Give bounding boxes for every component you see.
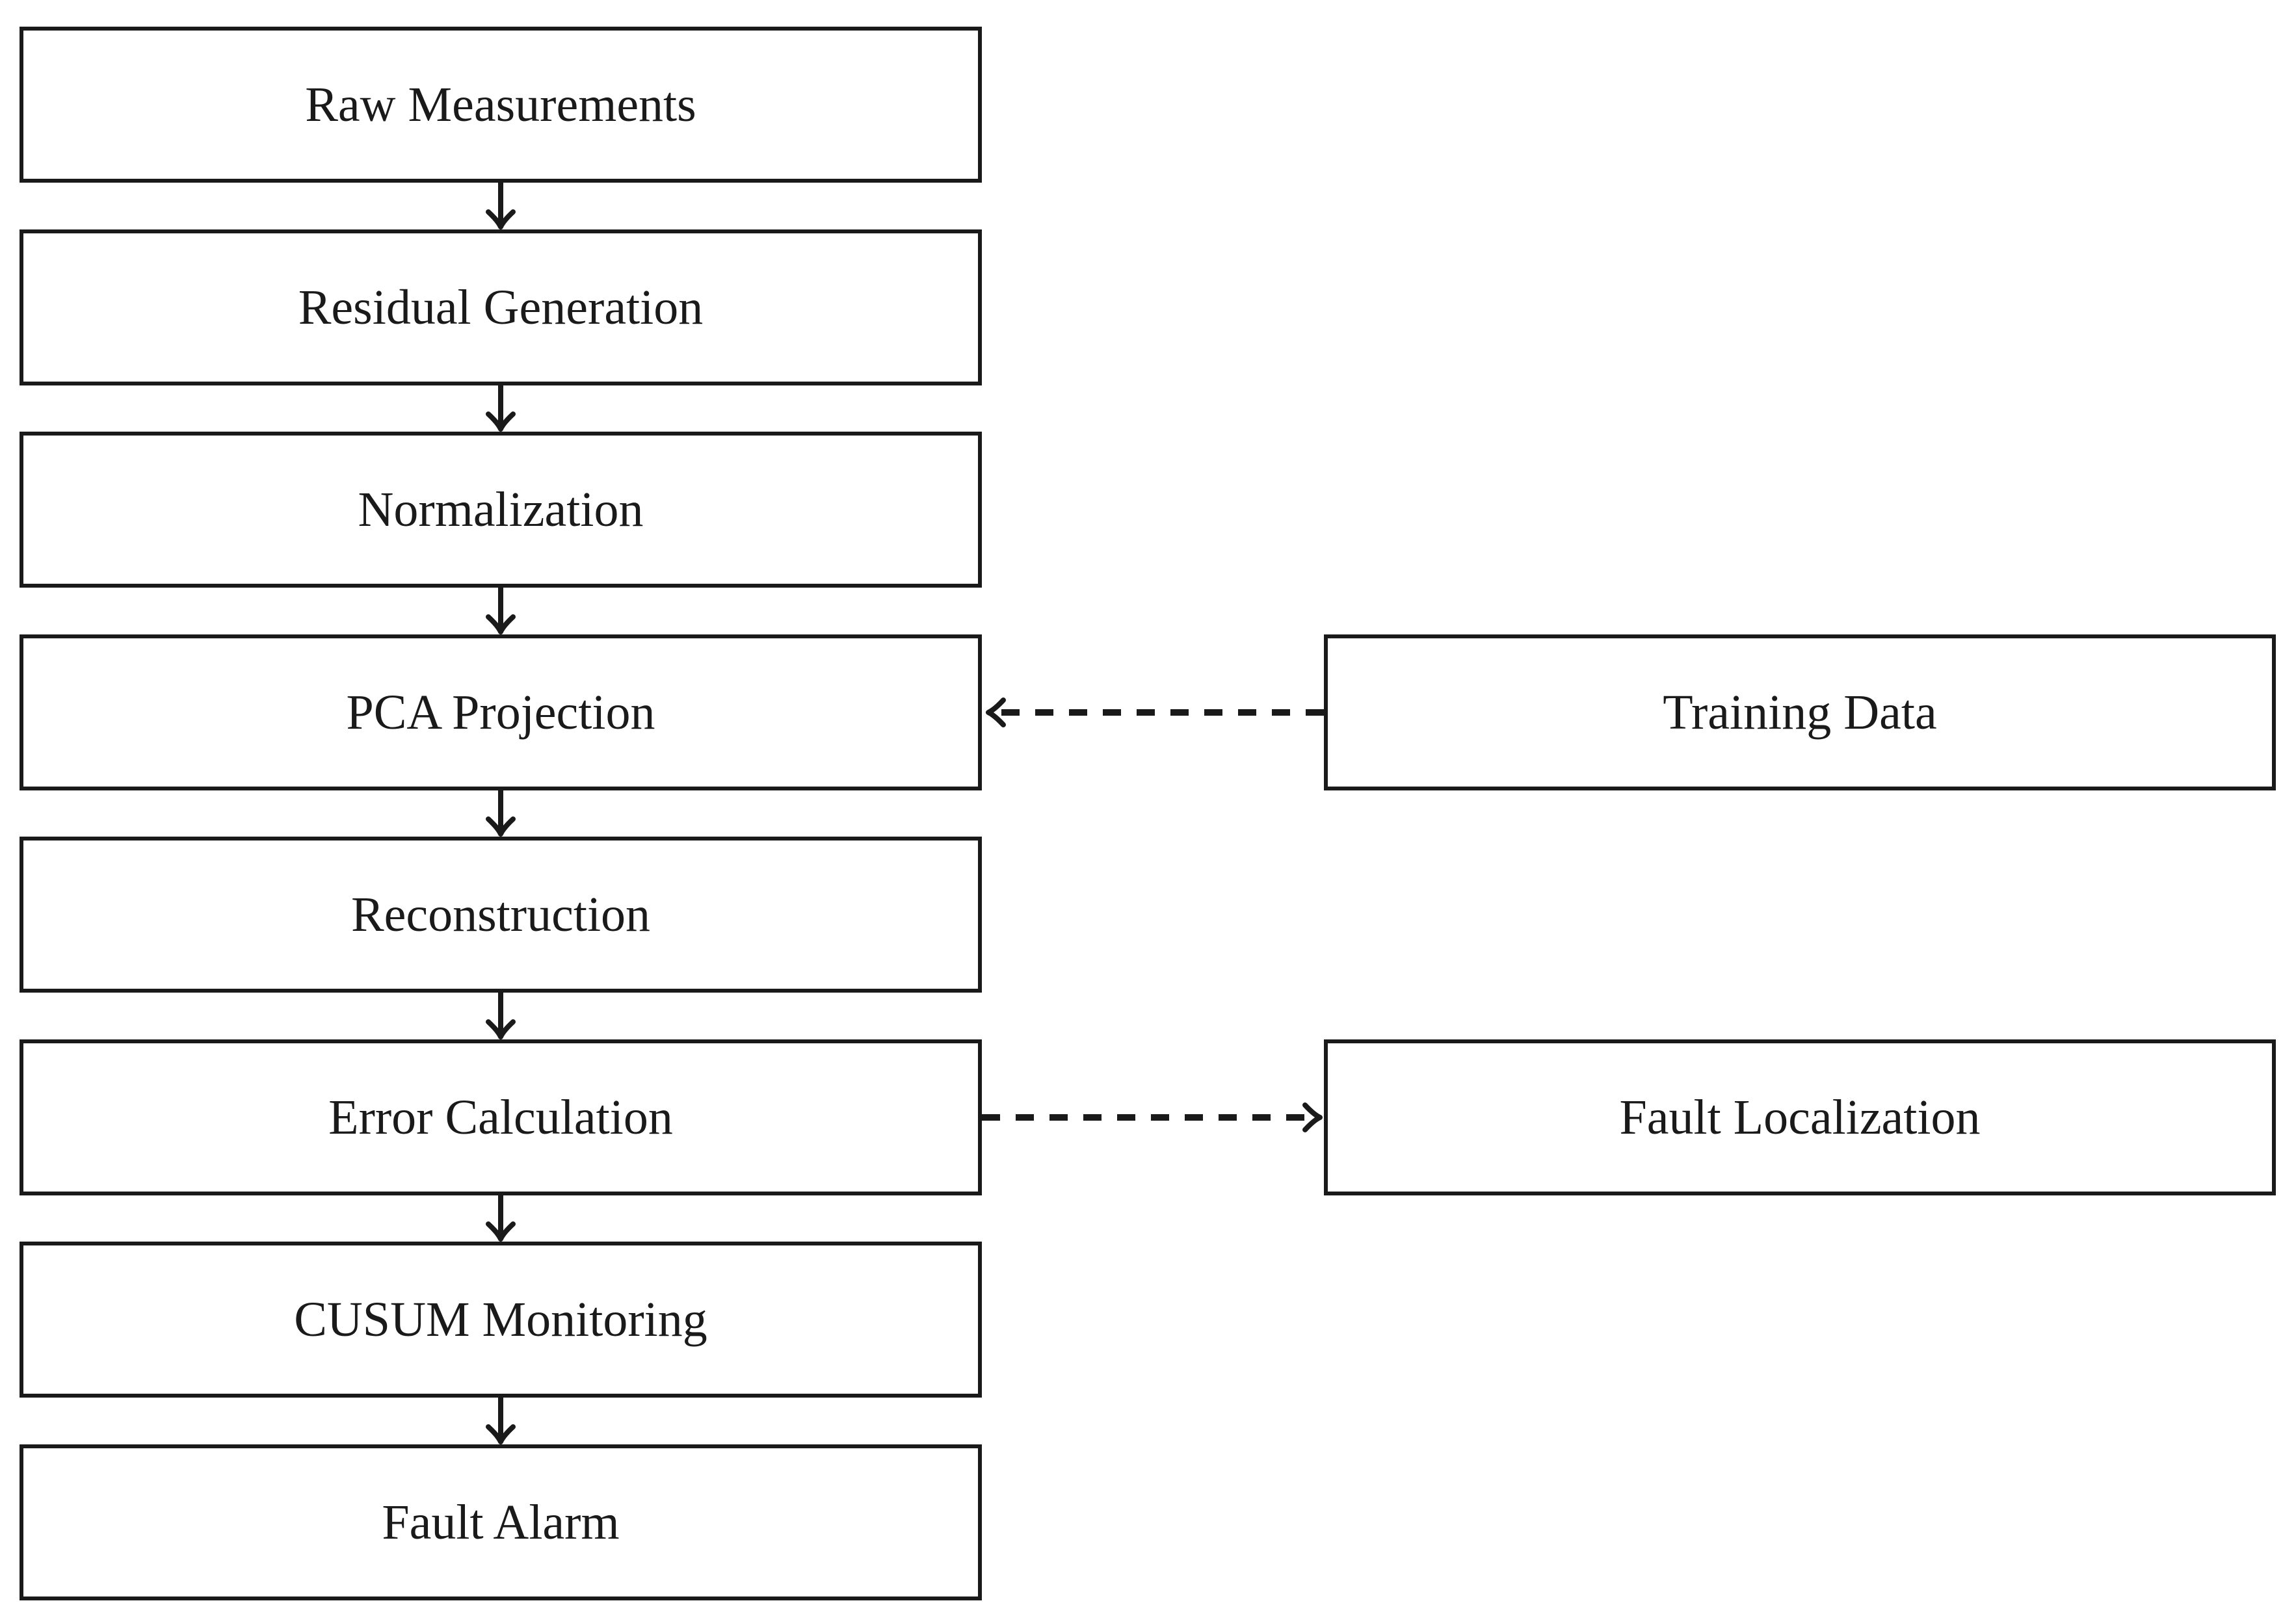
flow-node-label: Reconstruction <box>350 887 651 942</box>
side-node-training-data: Training Data <box>1324 634 2276 790</box>
side-node-fault-localization: Fault Localization <box>1324 1039 2276 1195</box>
flow-node-label: Normalization <box>358 482 644 537</box>
flow-node-fault-alarm: Fault Alarm <box>20 1444 982 1600</box>
flow-node-pca-projection: PCA Projection <box>20 634 982 790</box>
side-node-label: Training Data <box>1663 684 1937 740</box>
flow-node-label: Error Calculation <box>328 1089 673 1145</box>
flow-node-reconstruction: Reconstruction <box>20 837 982 993</box>
flow-node-error-calculation: Error Calculation <box>20 1039 982 1195</box>
flow-node-label: Fault Alarm <box>382 1494 620 1550</box>
flow-node-label: PCA Projection <box>346 684 655 740</box>
flow-node-label: CUSUM Monitoring <box>294 1292 707 1347</box>
flow-node-residual-generation: Residual Generation <box>20 229 982 385</box>
flow-node-normalization: Normalization <box>20 432 982 588</box>
flow-node-label: Residual Generation <box>298 280 704 335</box>
flow-node-cusum-monitoring: CUSUM Monitoring <box>20 1242 982 1398</box>
flow-node-label: Raw Measurements <box>305 77 696 132</box>
flow-node-raw-measurements: Raw Measurements <box>20 27 982 183</box>
side-node-label: Fault Localization <box>1619 1089 1981 1145</box>
